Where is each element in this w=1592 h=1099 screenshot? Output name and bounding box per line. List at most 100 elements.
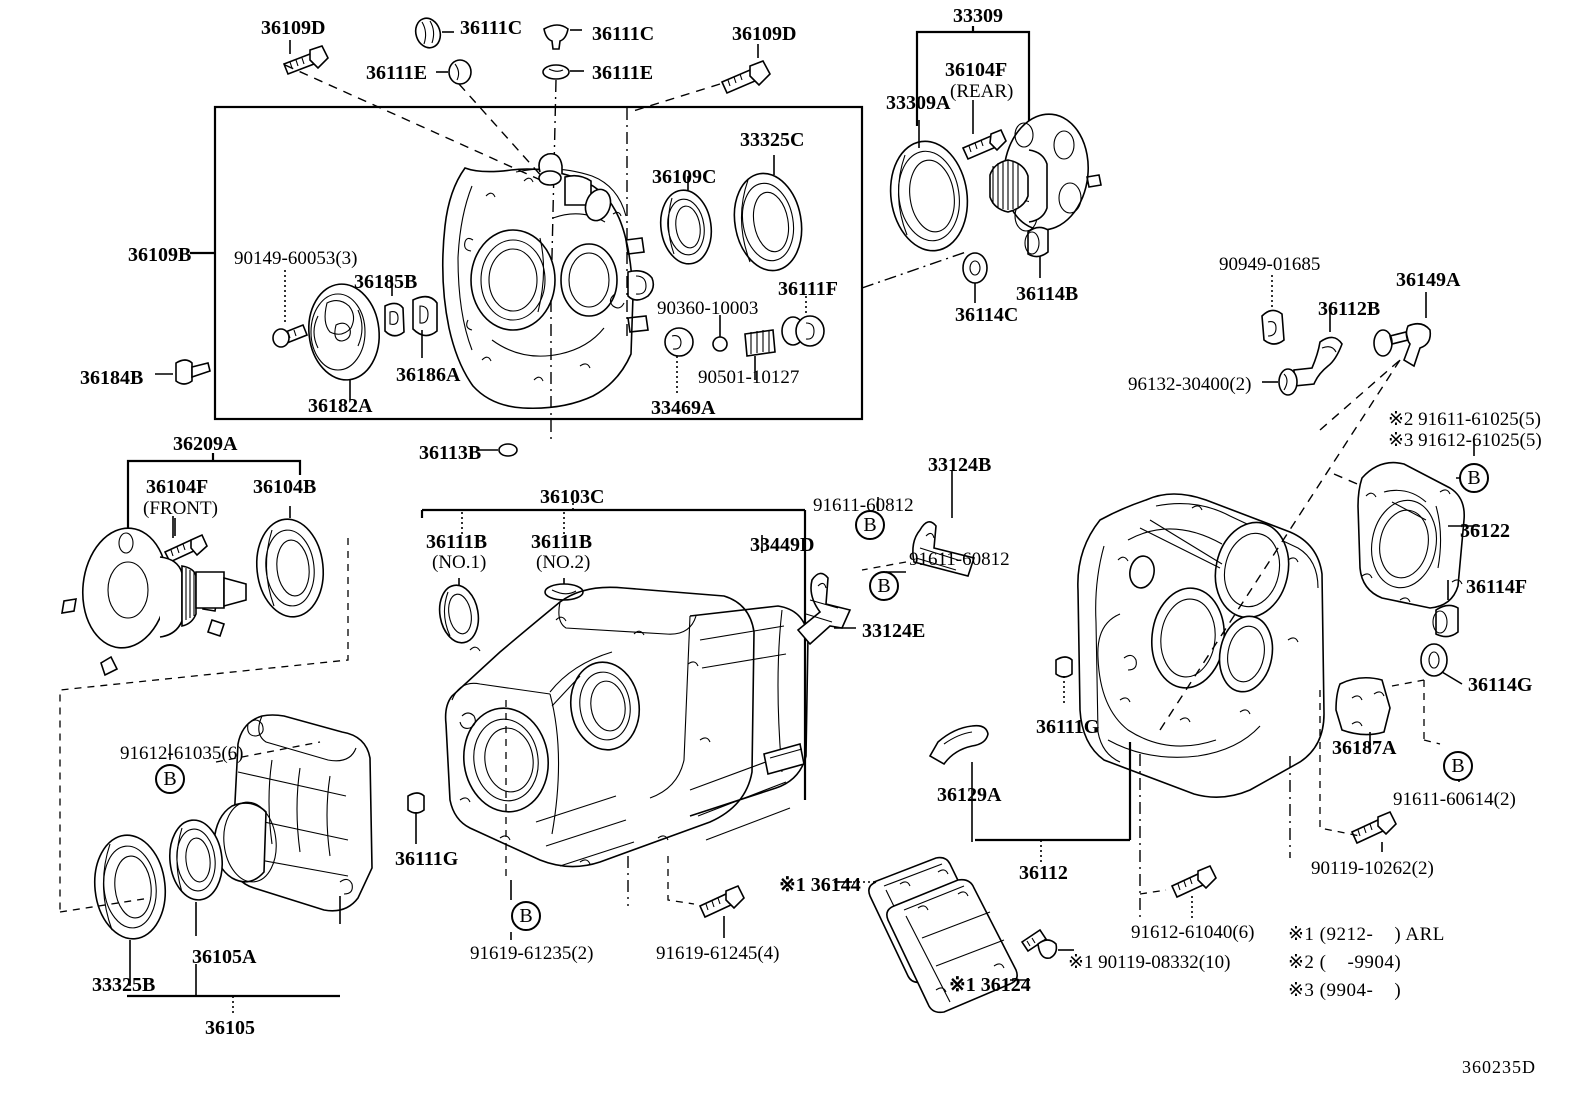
part-label-l22: 36112B: [1318, 298, 1381, 320]
part-label-l33: 33124B: [928, 454, 992, 476]
part-96132-30400: [1262, 368, 1298, 396]
part-label-l54: 36111G: [395, 848, 459, 870]
part-label-l66: ※2 ( -9904): [1288, 952, 1402, 973]
group-box-36109b: [213, 105, 864, 421]
part-label-l43: (NO.1): [432, 552, 487, 573]
part-label-l15: 36185B: [354, 271, 418, 293]
part-label-l7: 36111E: [592, 62, 654, 84]
part-33325b: [93, 834, 167, 986]
part-36104b: [255, 506, 325, 618]
part-36129a: [928, 724, 989, 842]
part-label-l56: 36112: [1019, 862, 1068, 884]
part-label-l60: 91619-61235(2): [470, 943, 594, 964]
part-36104f-rear-bolt: [961, 118, 1007, 161]
part-36109c: [659, 176, 713, 265]
part-label-l20: 90949-01685: [1219, 254, 1321, 275]
part-36112b: [1293, 306, 1343, 387]
part-label-l8: 36104F: [945, 59, 1008, 81]
part-33449d: [763, 742, 805, 776]
part-36111f: [781, 296, 825, 347]
part-90149-60053: [272, 270, 309, 348]
part-36104f-front-hub: [61, 527, 247, 677]
part-36186a: [412, 295, 438, 358]
bracket-marker-b6: B: [511, 901, 541, 931]
bracket-marker-b4: B: [1443, 751, 1473, 781]
bracket-marker-b1: B: [1459, 463, 1489, 493]
part-label-l5: 33309: [953, 5, 1003, 27]
part-label-l21: 36149A: [1396, 269, 1461, 291]
part-label-l53: 36129A: [937, 784, 1002, 806]
part-90501-10127: [744, 329, 776, 380]
part-36111c-b: [543, 24, 582, 50]
part-label-l32: 36113B: [419, 442, 482, 464]
part-label-l63: ※1 36124: [949, 974, 1031, 996]
part-36111b-no2: [544, 578, 584, 601]
part-label-l25: 90501-10127: [698, 367, 800, 388]
part-label-l42: 33449D: [750, 534, 815, 556]
part-36105a: [169, 819, 223, 936]
bracket-marker-b3: B: [869, 571, 899, 601]
part-90119-08332: [1020, 928, 1074, 960]
part-36111e-b: [542, 64, 584, 80]
part-label-l10: 33309A: [886, 92, 951, 114]
part-36113b: [478, 300, 552, 457]
part-label-l17: 90360-10003: [657, 298, 759, 319]
part-33325c: [733, 155, 803, 272]
part-label-l41: 36111B: [531, 531, 593, 553]
part-label-l67: ※3 (9904- ): [1288, 980, 1402, 1001]
part-label-l61: 91619-61245(4): [656, 943, 780, 964]
part-label-l23: 36186A: [396, 364, 461, 386]
part-33124e: [796, 572, 856, 646]
part-label-l13: 36109B: [128, 244, 192, 266]
part-label-l3: 36111C: [592, 23, 655, 45]
part-label-l39: 36122: [1460, 520, 1510, 542]
part-36184b: [155, 359, 211, 385]
part-36114c: [962, 252, 988, 303]
part-36185b: [384, 278, 405, 337]
part-label-l38: 91611-60812: [813, 495, 914, 516]
part-label-l9: (REAR): [950, 81, 1014, 102]
part-label-l16: 36111F: [778, 278, 839, 300]
part-label-l58: 36105A: [192, 946, 257, 968]
housing-36103c: [444, 586, 809, 868]
part-36149a: [1389, 292, 1432, 368]
part-36109d-right: [720, 44, 771, 95]
part-label-l50: 36187A: [1332, 737, 1397, 759]
part-36109d-left: [282, 40, 329, 76]
housing-36109b: [441, 152, 655, 410]
part-36114f: [1432, 580, 1459, 638]
part-90949-01685: [1261, 275, 1285, 345]
part-label-l18: 36114B: [1016, 283, 1079, 305]
part-label-l47: 33124E: [862, 620, 926, 642]
part-36105-housing: [213, 714, 373, 924]
part-36111g-right: [1055, 656, 1073, 706]
part-label-l29: ※2 91611-61025(5): [1388, 409, 1541, 430]
part-36114b: [1024, 226, 1049, 278]
part-label-l27: 36182A: [308, 395, 373, 417]
part-90360-10003: [712, 315, 728, 352]
part-label-l12: 36109C: [652, 166, 717, 188]
part-hose-clamp: [1373, 329, 1393, 357]
part-label-l69: 360235D: [1462, 1057, 1536, 1077]
part-33469a: [664, 327, 694, 394]
part-label-l11: 33325C: [740, 129, 805, 151]
part-label-l55: 90119-10262(2): [1311, 858, 1434, 879]
part-91619-61245: [667, 856, 745, 938]
part-36111e-a: [436, 59, 472, 85]
part-label-l51: 91612-61035(6): [120, 743, 244, 764]
part-label-l28: 33469A: [651, 397, 716, 419]
part-label-l2: 36111C: [460, 17, 523, 39]
bracket-marker-b5: B: [155, 764, 185, 794]
part-36104f-front-bolt: [163, 518, 208, 564]
part-label-l46: 36114F: [1466, 576, 1528, 598]
part-label-l24: 36184B: [80, 367, 144, 389]
part-90119-10262: [1350, 810, 1397, 852]
part-label-l36: (FRONT): [143, 498, 218, 519]
part-label-l14: 90149-60053(3): [234, 248, 358, 269]
housing-36112: [1077, 493, 1325, 798]
part-label-l19: 36114C: [955, 304, 1019, 326]
part-36187a: [1335, 676, 1391, 750]
part-label-l62: ※1 90119-08332(10): [1068, 952, 1231, 973]
